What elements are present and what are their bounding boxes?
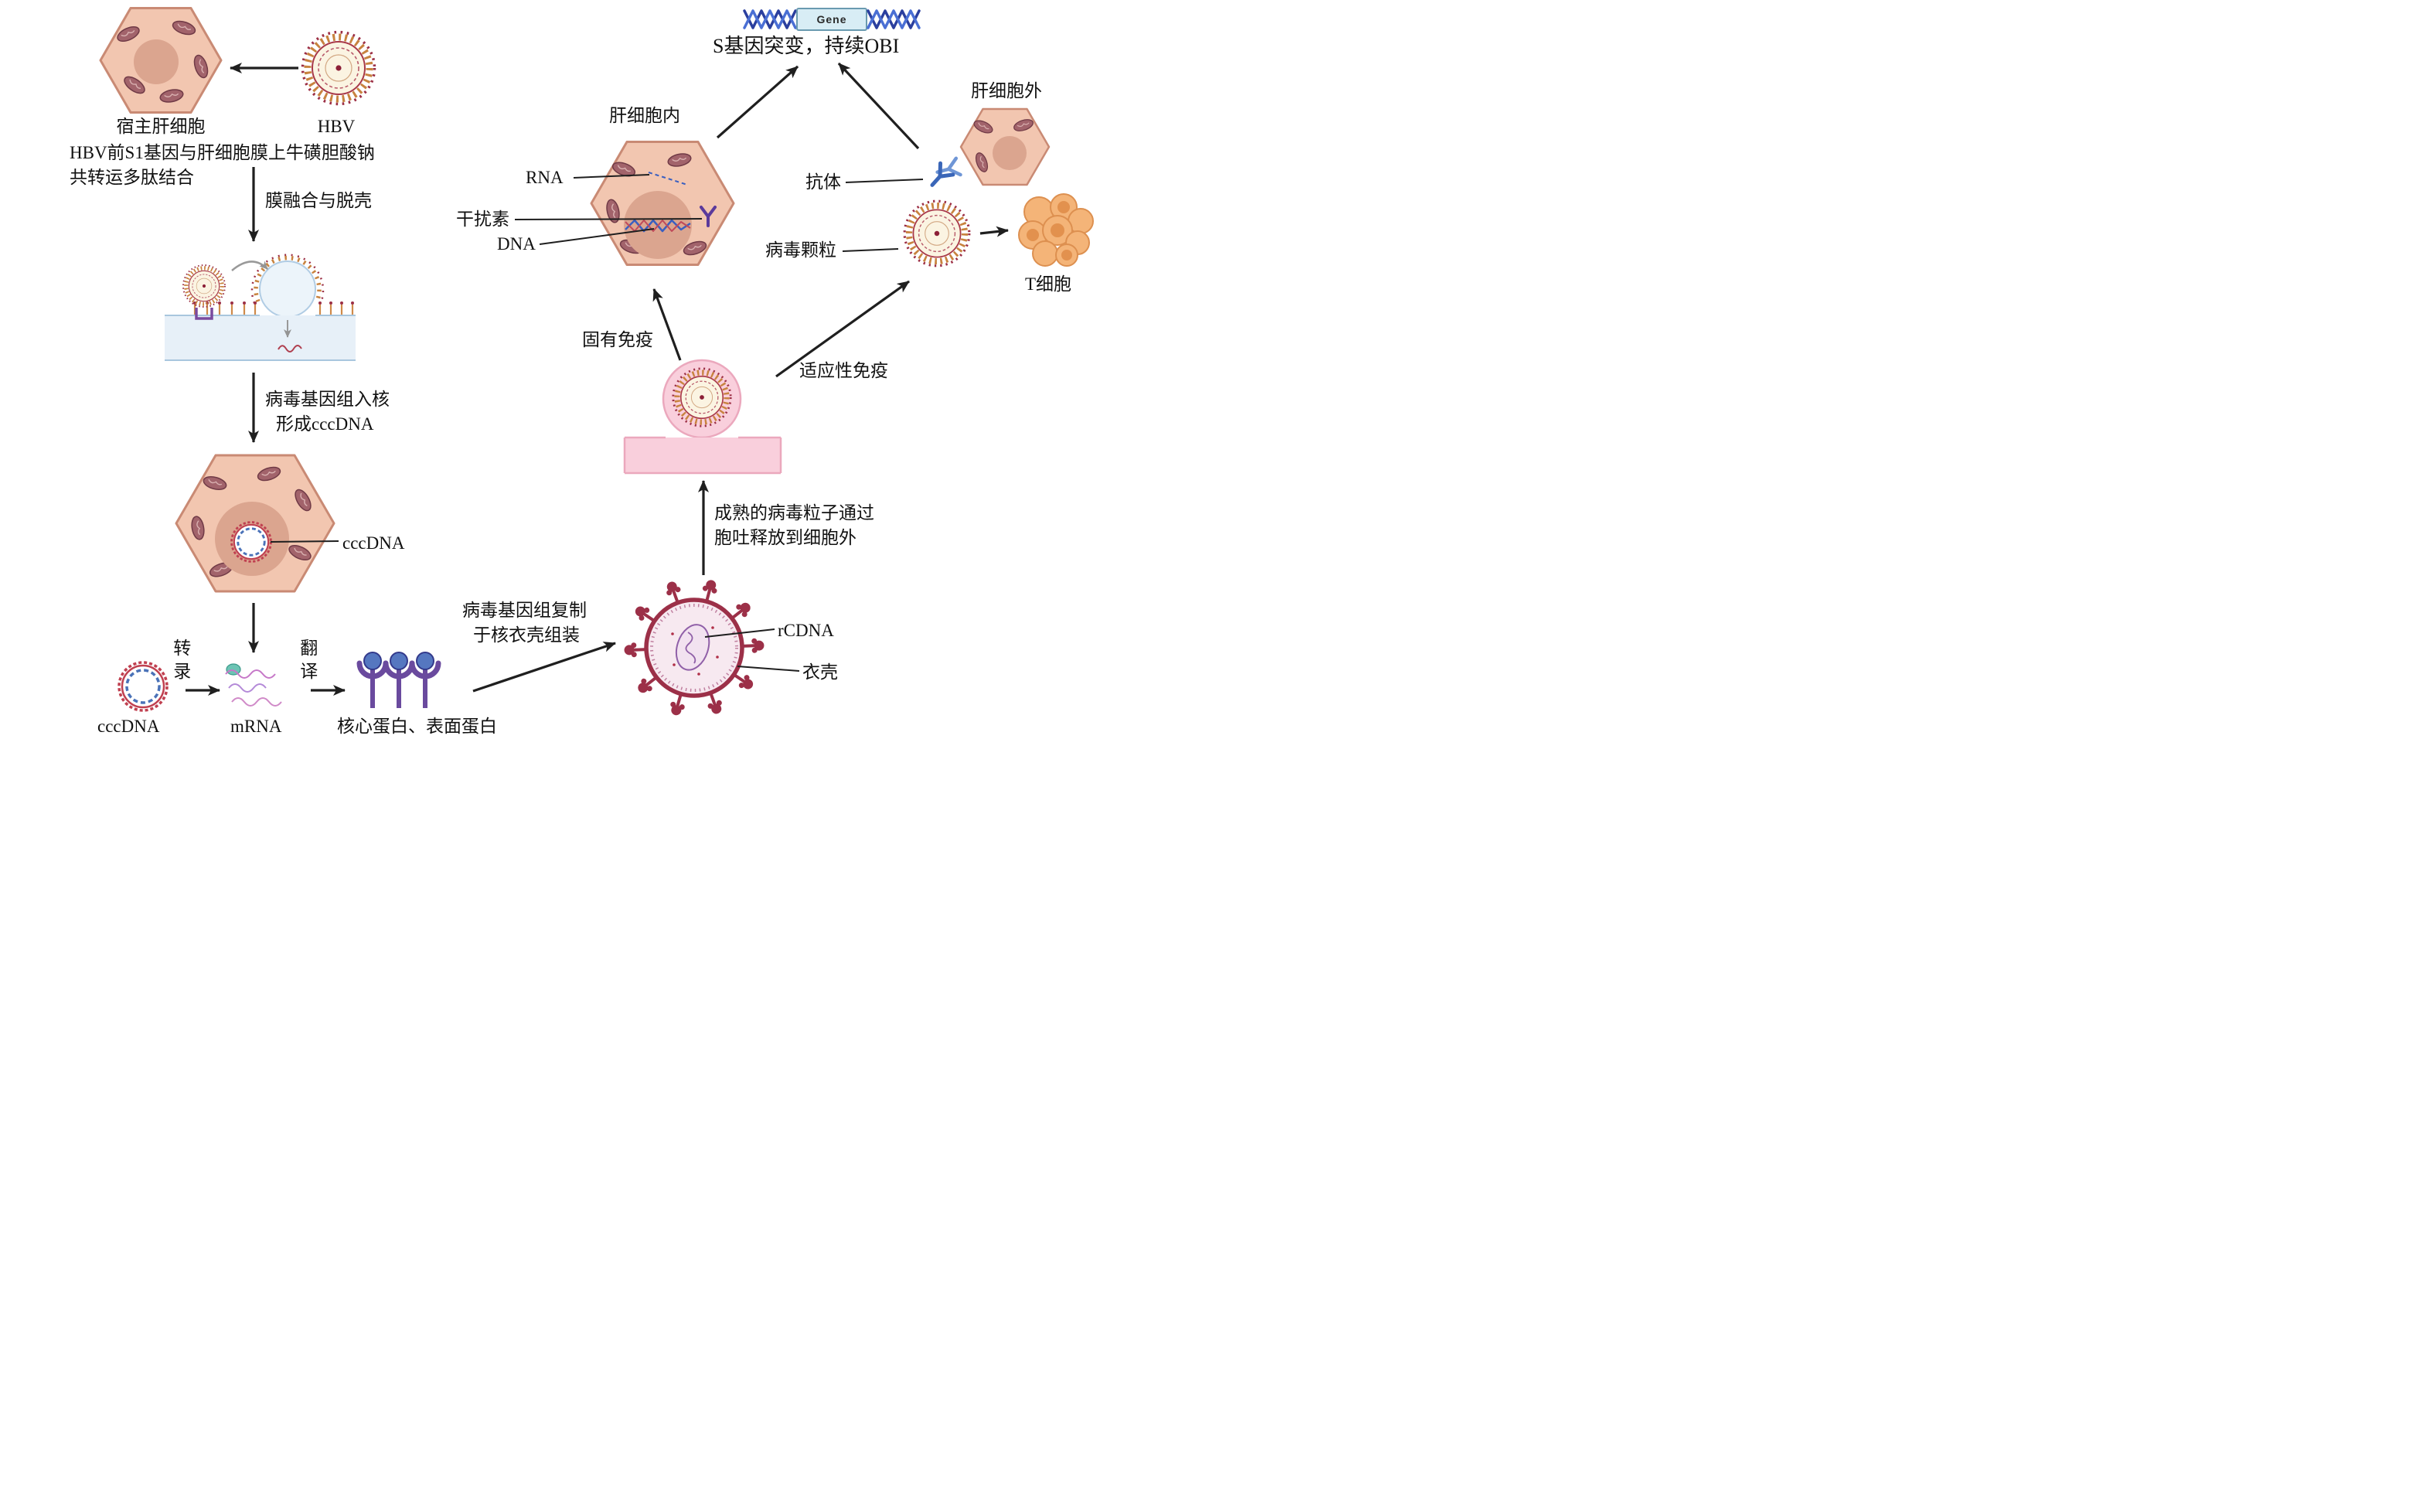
protein-icons xyxy=(356,652,441,708)
hbv-lifecycle-diagram: Gene 宿主肝细胞 HBV HBV前S1基因与肝细胞膜上牛磺胆酸钠 共转运多肽… xyxy=(0,0,1218,756)
label-cccdna-nucleus: cccDNA xyxy=(342,533,405,553)
host-hepatocyte-cell xyxy=(99,7,223,114)
label-exocytosis-1: 成熟的病毒粒子通过 xyxy=(714,503,874,523)
budding-membrane xyxy=(623,359,782,475)
label-interferon: 干扰素 xyxy=(456,209,509,229)
label-s-mutation: S基因突变，持续OBI xyxy=(713,35,900,57)
label-hbv: HBV xyxy=(317,117,356,136)
flow-arrows xyxy=(186,62,1009,696)
membrane-band xyxy=(625,438,781,473)
hbv-virion-icon xyxy=(303,32,375,104)
antibody-icon xyxy=(930,156,962,187)
label-genome-entry-2: 形成cccDNA xyxy=(276,414,374,434)
capsid-shell xyxy=(644,598,744,698)
label-cccdna: cccDNA xyxy=(97,717,160,736)
hepatocyte-extracellular-cell xyxy=(959,107,1051,186)
arrow-cell-to-mutation xyxy=(716,65,799,139)
label-dna: DNA xyxy=(497,234,536,254)
entry-curved-arrow xyxy=(231,261,268,271)
plasma-membrane xyxy=(165,315,356,360)
rcdna-pointer-line xyxy=(704,628,775,638)
label-extracellular: 肝细胞外 xyxy=(971,81,1042,100)
endocytic-pit xyxy=(259,261,316,318)
arrow-virus-to-mutation xyxy=(837,62,920,150)
antibody-pointer-line xyxy=(845,179,924,183)
label-capsid: 衣壳 xyxy=(802,662,838,682)
label-rna: RNA xyxy=(526,168,564,187)
rna-pointer-line xyxy=(573,174,650,179)
viral-genome-squiggle xyxy=(278,345,302,352)
gene-box xyxy=(796,8,867,31)
mature-virion xyxy=(624,580,765,716)
nucleus xyxy=(993,136,1027,170)
tcell-cluster xyxy=(1018,193,1094,267)
label-translation: 翻译 xyxy=(297,639,317,685)
label-adaptive-immunity: 适应性免疫 xyxy=(799,361,888,380)
label-antibody: 抗体 xyxy=(805,172,841,192)
membrane-spikes xyxy=(193,305,354,315)
arrow-innate-immunity xyxy=(652,288,682,361)
label-replication-2: 于核衣壳组装 xyxy=(473,625,580,645)
label-genome-entry-1: 病毒基因组入核 xyxy=(265,390,390,409)
gene-box-label: Gene xyxy=(816,13,846,26)
label-virus-particle: 病毒颗粒 xyxy=(765,240,836,260)
hepatocyte-intracellular-cell xyxy=(590,141,735,266)
label-binding-1: HBV前S1基因与肝细胞膜上牛磺胆酸钠 xyxy=(70,143,375,162)
attaching-virion xyxy=(183,265,225,307)
virus-particle-pointer-line xyxy=(842,248,899,252)
secreted-virion-icon xyxy=(904,201,969,266)
surface-spikes xyxy=(624,580,765,716)
label-membrane-fusion: 膜融合与脱壳 xyxy=(265,191,372,210)
nucleus xyxy=(134,39,179,84)
interferon-receptor-icon xyxy=(700,206,717,227)
hepatocyte-nucleus-cell xyxy=(175,454,335,593)
arrow-virus-to-tcell xyxy=(979,226,1009,237)
pit-spike-tips xyxy=(250,254,325,304)
interferon-pointer-line xyxy=(514,218,703,220)
ntcp-receptor-icon xyxy=(195,308,213,320)
cccdna-in-nucleus-icon xyxy=(230,521,272,563)
label-rcdna: rCDNA xyxy=(778,621,834,640)
label-mrna: mRNA xyxy=(230,717,282,736)
gene-dna-icon: Gene xyxy=(743,8,921,31)
capsid-beads xyxy=(650,604,738,692)
label-innate-immunity: 固有免疫 xyxy=(582,330,653,349)
label-proteins: 核心蛋白、表面蛋白 xyxy=(337,717,497,736)
dna-helix-strand-2 xyxy=(625,220,691,232)
mrna-icon xyxy=(225,663,282,707)
label-intracellular: 肝细胞内 xyxy=(609,106,680,125)
label-replication-1: 病毒基因组复制 xyxy=(462,601,587,620)
cccdna-pointer-line xyxy=(270,540,339,543)
pit-spikes xyxy=(254,255,322,303)
arrow-adaptive-immunity xyxy=(775,280,910,378)
label-transcription: 转录 xyxy=(170,639,190,685)
rcdna-genome xyxy=(671,624,719,676)
capsid-pointer-line xyxy=(737,666,800,672)
membrane-fusion-graphic xyxy=(165,254,356,361)
cccdna-plasmid-icon xyxy=(117,661,169,712)
arrow-assembly xyxy=(472,642,616,693)
label-t-cell: T细胞 xyxy=(1025,274,1072,294)
diagram-artwork: Gene xyxy=(99,7,1094,716)
label-host-cell: 宿主肝细胞 xyxy=(116,117,206,136)
label-exocytosis-2: 胞吐释放到细胞外 xyxy=(714,528,857,547)
label-binding-2: 共转运多肽结合 xyxy=(70,168,194,187)
dna-pointer-line xyxy=(539,228,655,245)
